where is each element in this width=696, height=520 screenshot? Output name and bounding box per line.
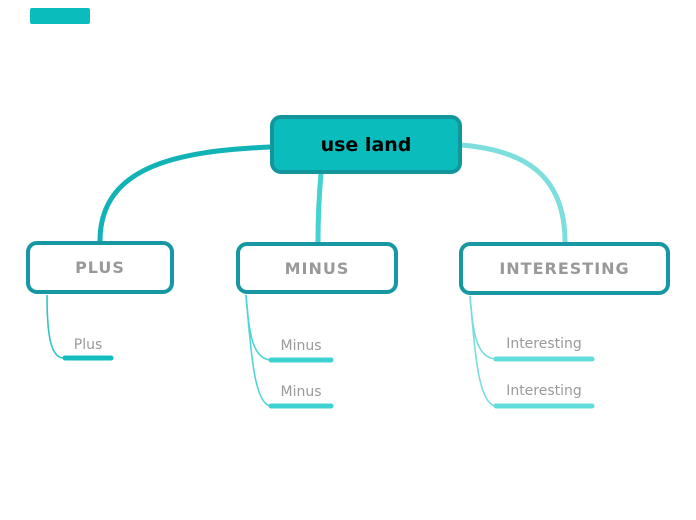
root-node[interactable]: use land [270, 115, 462, 174]
root-node-label: use land [320, 133, 412, 156]
connector-root-minus [315, 170, 324, 245]
leaf-node-minus-2[interactable]: Minus [280, 384, 322, 400]
branch-node-minus[interactable]: MINUS [236, 242, 398, 294]
branch-node-minus-label: MINUS [284, 258, 350, 278]
leaf-node-minus-1[interactable]: Minus [280, 338, 322, 354]
connector-root-plus [97, 144, 273, 244]
leaf-node-interesting-2[interactable]: Interesting [506, 383, 582, 399]
branch-node-plus-label: PLUS [75, 258, 125, 277]
corner-mark [30, 8, 90, 24]
connector-plus-leaf-1 [46, 294, 64, 359]
connector-root-interesting [458, 142, 568, 245]
branch-node-plus[interactable]: PLUS [26, 241, 174, 294]
leaf-node-interesting-1[interactable]: Interesting [506, 336, 582, 352]
connector-interesting-leaf-2 [469, 295, 496, 407]
leaf-node-plus-1[interactable]: Plus [73, 337, 103, 353]
branch-node-interesting-label: INTERESTING [499, 259, 630, 278]
connector-minus-leaf-2 [245, 294, 271, 407]
branch-node-interesting[interactable]: INTERESTING [459, 242, 670, 295]
connector-interesting-leaf-1 [469, 295, 496, 360]
